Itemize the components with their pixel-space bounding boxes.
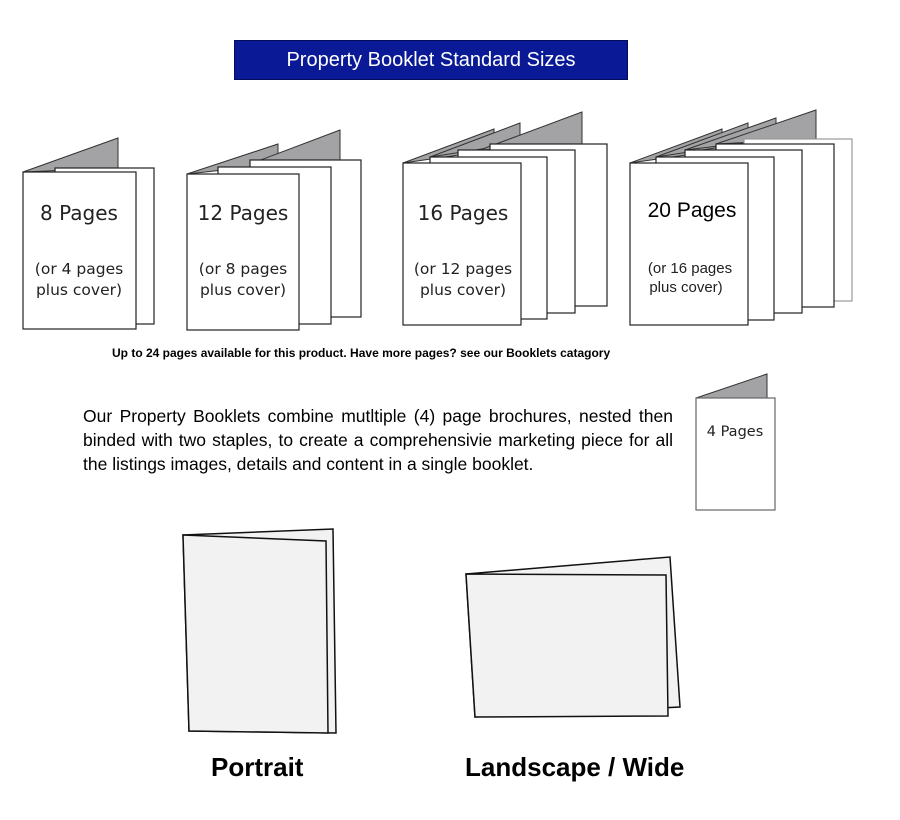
booklet-cover	[629, 162, 749, 326]
booklet-spine	[249, 129, 341, 165]
booklet-16-pages: 16 Pages (or 12 pages plus cover)	[402, 111, 608, 326]
landscape-front-page	[465, 573, 669, 718]
single-brochure: 4 Pages	[695, 373, 776, 511]
booklet-spine	[695, 373, 768, 399]
booklet-subtitle: plus cover)	[420, 281, 506, 299]
booklet-8-pages: 8 Pages (or 4 pages plus cover)	[22, 137, 155, 330]
booklet-title: 20 Pages	[648, 199, 737, 222]
single-brochure-label: 4 Pages	[707, 424, 764, 440]
booklet-20-pages: 20 Pages (or 16 pages plus cover)	[629, 109, 853, 326]
booklet-cover	[22, 171, 137, 330]
page-limit-note: Up to 24 pages available for this produc…	[112, 346, 611, 360]
booklet-subtitle: (or 16 pages	[648, 260, 732, 277]
booklet-spine	[22, 137, 119, 173]
booklet-subtitle: plus cover)	[200, 281, 286, 299]
description-text: Our Property Booklets combine mutltiple …	[83, 406, 673, 474]
landscape-label: Landscape / Wide	[465, 752, 685, 782]
booklet-subtitle: plus cover)	[649, 279, 722, 296]
booklet-cover	[695, 397, 776, 511]
booklet-cover	[402, 162, 522, 326]
portrait-label: Portrait	[211, 752, 304, 782]
booklet-subtitle: plus cover)	[36, 281, 122, 299]
portrait-illustration	[182, 528, 337, 734]
booklet-title: 8 Pages	[40, 201, 118, 225]
booklet-12-pages: 12 Pages (or 8 pages plus cover)	[186, 129, 362, 331]
booklet-subtitle: (or 12 pages	[414, 260, 512, 278]
booklet-subtitle: (or 4 pages	[35, 260, 123, 278]
title-banner: Property Booklet Standard Sizes	[234, 40, 628, 80]
booklet-subtitle: (or 8 pages	[199, 260, 287, 278]
booklet-cover	[186, 173, 300, 331]
landscape-illustration	[465, 556, 681, 718]
booklet-title: 12 Pages	[198, 201, 289, 225]
portrait-front-page	[182, 534, 329, 734]
booklet-title: 16 Pages	[418, 201, 509, 225]
